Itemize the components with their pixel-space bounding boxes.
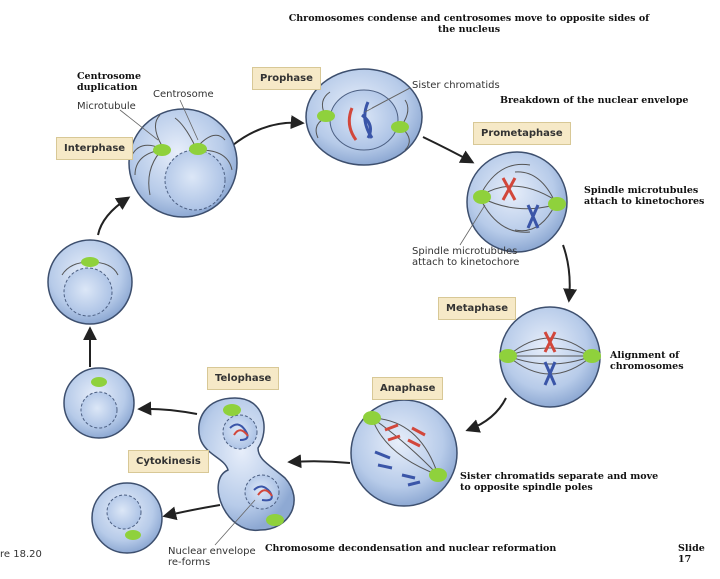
label-microtubule: Microtubule [77,101,136,112]
phase-label-metaphase: Metaphase [438,297,517,320]
centrosome-icon [473,190,491,204]
early-interphase-cell-1 [63,367,135,439]
early-interphase-cell-2 [47,239,133,325]
centrosome-icon [91,377,107,387]
centrosome-icon [125,530,141,540]
annotation-prophase: Chromosomes condense and centrosomes mov… [288,13,650,35]
telophase-cell [198,397,295,531]
annotation-breakdown-nuclear-envelope: Breakdown of the nuclear envelope [500,95,689,106]
centrosome-icon [363,411,381,425]
prometaphase-cell [466,151,568,253]
phase-label-telophase: Telophase [207,367,280,390]
cytokinesis-daughter-cell [91,482,163,554]
centrosome-icon [223,404,241,416]
centrosome-icon [81,257,99,267]
annotation-spindle-attach: Spindle microtubules attach to kinetocho… [584,185,705,207]
centrosome-icon [429,468,447,482]
centrosome-icon [189,143,207,155]
annotation-sister-chromatids-separate: Sister chromatids separate and move to o… [460,471,659,493]
label-sister-chromatids: Sister chromatids [412,80,500,91]
interphase-cell [128,108,238,218]
centrosome-icon [499,349,517,363]
cycle-arrows [83,115,578,521]
label-centrosome: Centrosome [153,89,214,100]
prophase-cell [305,68,423,166]
centrosome-icon [583,349,601,363]
annotation-alignment: Alignment of chromosomes [610,350,684,372]
phase-label-prophase: Prophase [252,67,321,90]
anaphase-cell [350,399,458,507]
phase-label-interphase: Interphase [56,137,134,160]
phase-label-cytokinesis: Cytokinesis [128,450,209,473]
metaphase-cell [499,306,601,408]
annotation-decondensation: Chromosome decondensation and nuclear re… [265,543,557,554]
leader-lines [119,87,486,546]
figure-number: re 18.20 [0,549,42,560]
phase-label-prometaphase: Prometaphase [473,122,571,145]
label-nuclear-envelope: Nuclear envelope re-forms [168,546,256,568]
phase-label-anaphase: Anaphase [372,377,444,400]
centrosome-icon [317,110,335,122]
annotation-centrosome-duplication: Centrosome duplication [77,71,142,93]
centrosome-icon [391,121,409,133]
centrosome-icon [153,144,171,156]
label-spindle-kinetochore: Spindle microtubules attach to kinetocho… [412,246,520,268]
centrosome-icon [266,514,284,526]
centrosome-icon [548,197,566,211]
slide-number: Slide 17 [678,543,705,565]
